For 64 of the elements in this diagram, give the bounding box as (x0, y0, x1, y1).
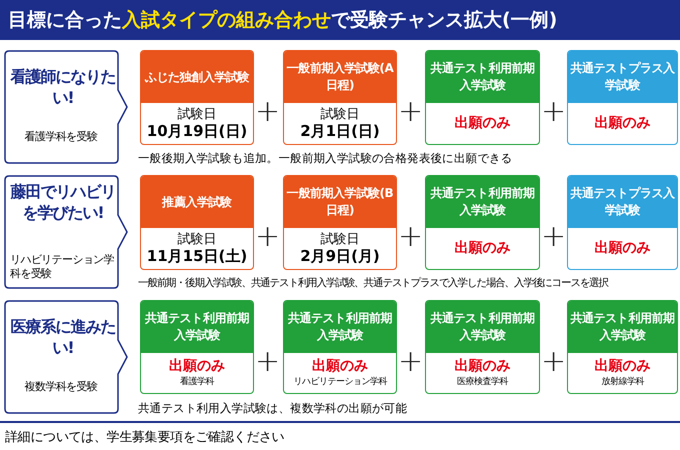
plus-sign: + (255, 222, 279, 252)
card-header: 共通テストプラス入学試験 (568, 176, 677, 228)
plus-sign: + (541, 97, 565, 127)
exam-card (140, 175, 254, 270)
exam-card (567, 175, 678, 270)
plus-sign: + (398, 347, 422, 377)
goal-subtext: 看護学科を受験 (24, 130, 98, 144)
card-header: 推薦入学試験 (141, 176, 253, 228)
card-header: 共通テスト利用前期入学試験 (141, 301, 253, 353)
note-text: 共通テスト利用入学試験は、複数学科の出願が可能 (138, 401, 408, 416)
exam-date: 2月9日(月) (300, 247, 380, 266)
note-text: 一般後期入学試験も追加。一般前期入学試験の合格発表後に出願できる (138, 151, 512, 166)
apply-only-text: 出願のみ (454, 358, 510, 375)
exam-card (283, 300, 397, 394)
exam-card (425, 50, 540, 145)
apply-only-text: 出願のみ (594, 240, 650, 257)
goal-subtext: 複数学科を受験 (24, 380, 98, 394)
department-name: 放射線学科 (601, 377, 644, 388)
card-header: ふじた独創入学試験 (141, 51, 253, 103)
apply-only-text: 出願のみ (312, 358, 368, 375)
apply-only-text: 出願のみ (454, 115, 510, 132)
exam-date-label: 試験日 (178, 232, 216, 248)
exam-card (140, 300, 254, 394)
plus-sign: + (398, 97, 422, 127)
exam-card (567, 50, 678, 145)
exam-card (425, 175, 540, 270)
exam-card (283, 50, 397, 145)
plus-sign: + (255, 347, 279, 377)
card-header: 共通テストプラス入学試験 (568, 51, 677, 103)
plus-sign: + (398, 222, 422, 252)
exam-card (425, 300, 540, 394)
card-header: 一般前期入学試験(A日程) (284, 51, 396, 103)
apply-only-text: 出願のみ (169, 358, 225, 375)
card-header: 共通テスト利用前期入学試験 (568, 301, 677, 353)
exam-card (283, 175, 397, 270)
apply-only-text: 出願のみ (594, 115, 650, 132)
goal-heading: 藤田でリハビリを学びたい! (10, 181, 116, 223)
exam-date-label: 試験日 (320, 106, 360, 122)
exam-date-label: 試験日 (178, 106, 216, 122)
apply-only-text: 出願のみ (454, 240, 510, 257)
title-banner: 目標に合った入試タイプの組み合わせで受験チャンス拡大(一例) (0, 0, 680, 40)
note-text: 一般前期・後期入学試験、共通テスト利用入学試験、共通テストプラスで入学した場合、入学後にコースを選択 (138, 276, 608, 290)
plus-sign: + (541, 347, 565, 377)
exam-date: 2月1日(日) (300, 122, 380, 140)
card-header: 共通テスト利用前期入学試験 (426, 176, 539, 228)
exam-date: 11月15日(土) (146, 247, 248, 266)
department-name: 医療検査学科 (457, 377, 508, 388)
goal-subtext: リハビリテーション学科を受験 (10, 253, 114, 281)
card-header: 共通テスト利用前期入学試験 (426, 301, 539, 353)
footer-note: 詳細については、学生募集要項をご確認ください (5, 429, 284, 446)
department-name: リハビリテーション学科 (293, 377, 387, 388)
plus-sign: + (255, 97, 279, 127)
goal-heading: 医療系に進みたい! (10, 316, 116, 358)
exam-date: 10月19日(日) (146, 122, 248, 140)
department-name: 看護学科 (180, 377, 214, 388)
exam-date-label: 試験日 (320, 232, 360, 248)
card-header: 共通テスト利用前期入学試験 (426, 51, 539, 103)
exam-card (140, 50, 254, 145)
goal-heading: 看護師になりたい! (10, 66, 116, 108)
plus-sign: + (541, 222, 565, 252)
card-header: 一般前期入学試験(B日程) (284, 176, 396, 228)
apply-only-text: 出願のみ (594, 358, 650, 375)
exam-card (567, 300, 678, 394)
card-header: 共通テスト利用前期入学試験 (284, 301, 396, 353)
